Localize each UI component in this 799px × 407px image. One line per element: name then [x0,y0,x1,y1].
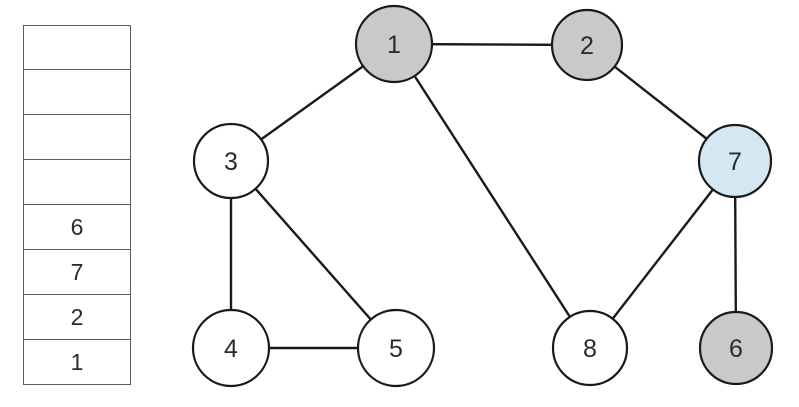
stack-cell-1 [23,70,131,115]
graph-node-label-4: 4 [224,335,238,363]
graph-edge-3-5 [230,160,397,349]
stack-cell-3 [23,160,131,205]
stack-cell-4: 6 [23,205,131,250]
graph-node-1 [354,4,434,84]
graph-node-label-7: 7 [728,148,742,176]
graph-node-3 [192,122,270,200]
graph-node-2 [550,8,624,82]
graph-node-label-2: 2 [580,32,594,60]
graph-node-4 [191,308,271,388]
graph-edge-1-8 [392,43,592,349]
graph-node-label-8: 8 [583,335,597,363]
graph-node-label-5: 5 [389,335,403,363]
graph-node-label-6: 6 [729,335,743,363]
graph-node-6 [698,310,774,386]
graph-node-7 [697,123,773,199]
graph-node-label-3: 3 [224,148,238,176]
stack-cell-0 [23,25,131,70]
stack-cell-5: 7 [23,250,131,295]
graph-edge-7-8 [589,160,736,349]
graph-node-5 [356,308,436,388]
graph-node-8 [551,309,629,387]
stack-cell-7: 1 [23,340,131,385]
graph-node-label-1: 1 [387,31,401,59]
stack-cell-2 [23,115,131,160]
stack-cell-6: 2 [23,295,131,340]
